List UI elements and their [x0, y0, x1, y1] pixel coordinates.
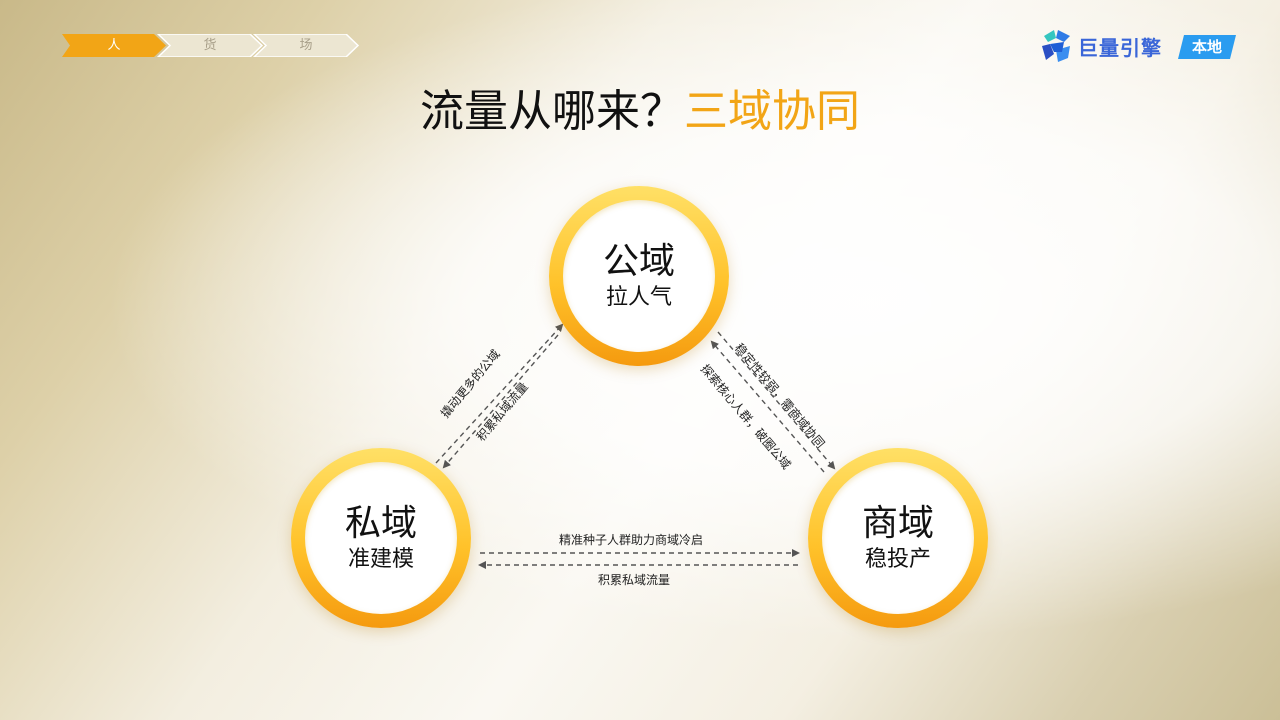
node-public-domain: 公域 拉人气: [549, 186, 729, 366]
node-private-domain: 私域 准建模: [291, 448, 471, 628]
node-public-domain-inner: 公域 拉人气: [563, 200, 715, 352]
breadcrumb: 人 货 场: [62, 34, 362, 57]
title-main: 流量从哪来？: [420, 86, 684, 137]
edge-label-private-to-commerce: 精准种子人群助力商域冷启: [559, 533, 704, 547]
node-commerce-name: 商域: [861, 503, 934, 544]
node-private-role: 准建模: [347, 547, 414, 572]
node-commerce-domain: 商域 稳投产: [808, 448, 988, 628]
title-accent: 三域协同: [684, 86, 860, 137]
edge-label-commerce-to-private: 积累私域流量: [598, 573, 671, 587]
arrow-commerce-to-public: [710, 340, 825, 473]
logo-mark-icon: [1042, 30, 1070, 62]
breadcrumb-step-3-shape: [252, 34, 360, 57]
logo-badge: 本地: [1178, 35, 1236, 59]
node-private-name: 私域: [344, 503, 417, 544]
breadcrumb-item-place[interactable]: 场: [299, 38, 313, 53]
breadcrumb-step-2-shape: [156, 34, 264, 57]
node-public-role: 拉人气: [605, 285, 672, 310]
breadcrumb-item-goods[interactable]: 货: [203, 38, 217, 53]
node-public-name: 公域: [602, 241, 675, 282]
logo-text: 巨量引擎: [1078, 36, 1162, 60]
breadcrumb-chevrons: [62, 34, 360, 57]
arrow-public-to-commerce: [717, 331, 836, 470]
arrow-public-to-private: [442, 334, 559, 469]
page-title: 流量从哪来？三域协同: [0, 82, 1280, 142]
arrow-private-to-public: [435, 323, 564, 464]
node-commerce-role: 稳投产: [864, 547, 931, 572]
node-private-domain-inner: 私域 准建模: [305, 462, 457, 614]
breadcrumb-item-people[interactable]: 人: [107, 38, 121, 53]
node-commerce-domain-inner: 商域 稳投产: [822, 462, 974, 614]
brand-logo: 巨量引擎 本地: [1040, 28, 1240, 64]
breadcrumb-step-1-shape: [62, 34, 166, 57]
